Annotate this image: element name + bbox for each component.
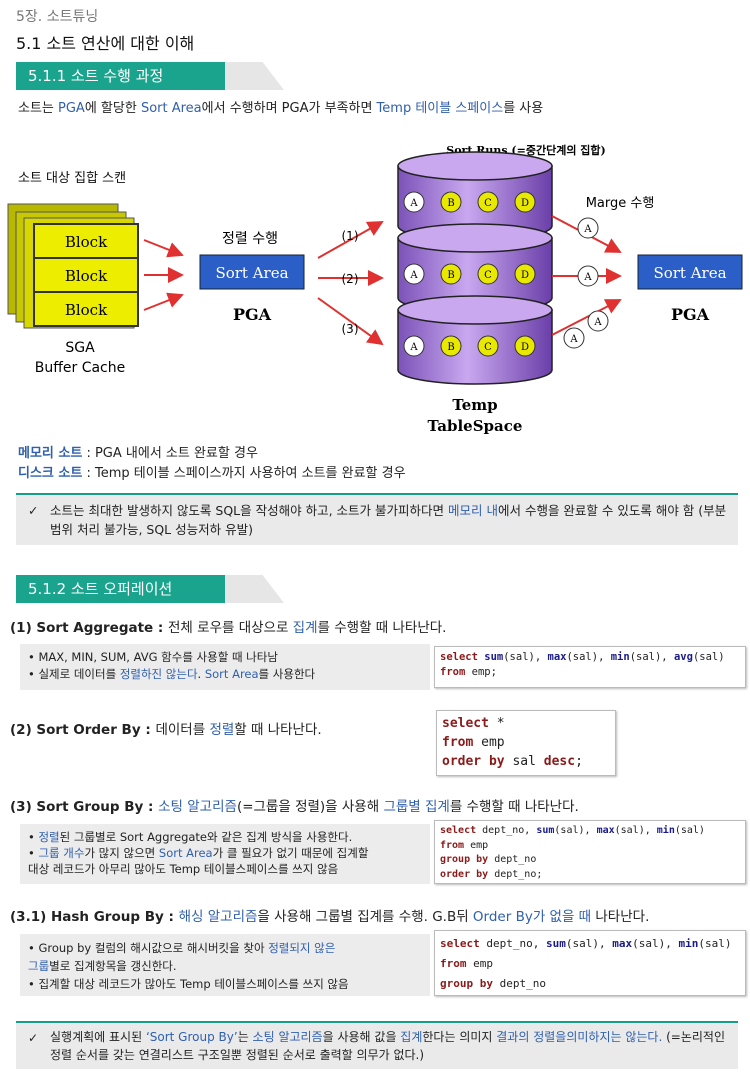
run-item-label: C <box>484 270 492 281</box>
chapter-title: 5장. 소트튜닝 <box>16 9 99 25</box>
run-item-label: A <box>409 342 418 353</box>
sga-label: SGA <box>65 340 95 356</box>
cylinder-top <box>397 295 553 325</box>
run-number: (2) <box>342 272 359 286</box>
run-item-label: D <box>521 270 529 281</box>
sort-perform-label: 정렬 수행 <box>222 231 278 247</box>
cylinder-top <box>397 151 553 181</box>
block-label: Block <box>65 267 108 285</box>
temp-tablespace-cylinders: A B C D A B C D A B C D <box>397 151 553 385</box>
list-item: 대상 레코드가 아무리 많아도 Temp 테이블스페이스를 쓰지 않음 <box>28 862 339 876</box>
run-item-label: C <box>484 342 492 353</box>
run-item-circle <box>514 335 536 357</box>
op1-code-block: select sum(sal), max(sal), min(sal), avg… <box>434 646 746 688</box>
page-subtitle: 5.1 소트 연산에 대한 이해 <box>16 34 195 53</box>
pga-label: PGA <box>233 305 272 324</box>
list-item: • 정렬된 그룹별로 Sort Aggregate와 같은 집계 방식을 사용한… <box>28 830 353 844</box>
arrow <box>317 297 384 346</box>
sort-area-right-label: Sort Area <box>653 264 726 282</box>
tablespace-label: TableSpace <box>428 417 523 435</box>
merge-item: A <box>583 224 592 235</box>
section-heading-sort-process: 5.1.1 소트 수행 과정 <box>16 62 284 90</box>
sort-process-diagram: 소트 대상 집합 스캔 Block Block Block SGA Buffer… <box>7 143 743 435</box>
block-1 <box>33 223 139 259</box>
run-item-circle <box>514 191 536 213</box>
pga-right-label: PGA <box>671 305 710 324</box>
sort-area-box-left <box>199 254 305 290</box>
run-item-label: D <box>521 342 529 353</box>
op1-heading: (1) Sort Aggregate : 전체 로우를 대상으로 집계를 수행할… <box>10 620 447 636</box>
check-icon: ✓ <box>28 1031 39 1045</box>
disk-sort-definition: 디스크 소트 : Temp 테이블 스페이스까지 사용하여 소트를 완료할 경우 <box>18 466 406 481</box>
temp-label: Temp <box>452 396 497 414</box>
merge-item: A <box>593 317 602 328</box>
check-icon: ✓ <box>28 503 39 518</box>
run-number: (3) <box>342 322 359 336</box>
run-item-circle <box>514 263 536 285</box>
run-item-circle <box>477 191 499 213</box>
buffer-block-stack: Block Block Block <box>7 203 139 329</box>
op31-heading: (3.1) Hash Group By : 해싱 알고리즘을 사용해 그룹별 집… <box>10 909 650 925</box>
list-item: 그룹별로 집계항목을 갱신한다. <box>28 959 177 973</box>
op1-bullets: • MAX, MIN, SUM, AVG 함수를 사용할 때 나타남 • 실제로… <box>20 644 430 690</box>
run-item-circle <box>477 335 499 357</box>
note-box-1: ✓ 소트는 최대한 발생하지 않도록 SQL을 작성해야 하고, 소트가 불가피… <box>16 493 738 545</box>
section-heading-sort-operation: 5.1.2 소트 오퍼레이션 <box>16 575 284 603</box>
memory-sort-definition: 메모리 소트 : PGA 내에서 소트 완료할 경우 <box>18 446 258 461</box>
list-item: • 그룹 개수가 많지 않으면 Sort Area가 클 필요가 없기 때문에 … <box>28 846 369 860</box>
cylinder-body <box>397 309 553 385</box>
op31-code-block: select dept_no, sum(sal), max(sal), min(… <box>434 930 746 996</box>
buffer-cache-label: Buffer Cache <box>35 360 125 376</box>
block-label: Block <box>65 233 108 251</box>
run-item-label: B <box>447 270 454 281</box>
list-item: • MAX, MIN, SUM, AVG 함수를 사용할 때 나타남 <box>28 650 278 664</box>
arrow <box>143 292 184 311</box>
run-item-circle <box>403 191 425 213</box>
op3-code-block: select dept_no, sum(sal), max(sal), min(… <box>434 820 746 884</box>
op2-heading: (2) Sort Order By : 데이터를 정렬할 때 나타난다. <box>10 722 322 738</box>
run-number: (1) <box>342 229 359 243</box>
run-item-circle <box>403 263 425 285</box>
sort-definitions: 메모리 소트 : PGA 내에서 소트 완료할 경우 디스크 소트 : Temp… <box>18 444 406 484</box>
arrow <box>317 221 384 259</box>
arrow <box>143 239 184 258</box>
run-item-circle <box>403 335 425 357</box>
run-item-circle <box>477 263 499 285</box>
op3-heading: (3) Sort Group By : 소팅 알고리즘(=그룹을 정렬)을 사용… <box>10 799 579 815</box>
run-item-label: B <box>447 342 454 353</box>
op2-code-block: select * from emp order by sal desc; <box>436 710 616 776</box>
sort-area-box-right <box>637 254 743 290</box>
sort-area-label: Sort Area <box>215 264 288 282</box>
run-item-circle <box>440 335 462 357</box>
block-label: Block <box>65 301 108 319</box>
section1-description: 소트는 PGA에 할당한 Sort Area에서 수행하며 PGA가 부족하면 … <box>18 101 544 116</box>
run-item-label: A <box>409 198 418 209</box>
run-item-label: A <box>409 270 418 281</box>
run-item-label: D <box>521 198 529 209</box>
run-item-circle <box>440 191 462 213</box>
run-item-label: B <box>447 198 454 209</box>
op3-bullets: • 정렬된 그룹별로 Sort Aggregate와 같은 집계 방식을 사용한… <box>20 824 430 884</box>
list-item: • Group by 컬럼의 해시값으로 해시버킷을 찾아 정렬되지 않은 <box>28 941 336 955</box>
merge-item: A <box>583 272 592 283</box>
list-item: • 실제로 데이터를 정렬하진 않는다. Sort Area를 사용한다 <box>28 667 316 681</box>
run-item-circle <box>440 263 462 285</box>
op31-bullets: • Group by 컬럼의 해시값으로 해시버킷을 찾아 정렬되지 않은 그룹… <box>20 934 430 996</box>
list-item: • 집계할 대상 레코드가 많아도 Temp 테이블스페이스를 쓰지 않음 <box>28 977 349 991</box>
merge-item: A <box>569 334 578 345</box>
merge-label: Marge 수행 <box>586 195 655 211</box>
note-box-2: ✓ 실행계획에 표시된 ‘Sort Group By’는 소팅 알고리즘을 사용… <box>16 1021 738 1069</box>
block-3 <box>33 291 139 327</box>
cylinder-top <box>397 223 553 253</box>
scan-label: 소트 대상 집합 스캔 <box>18 171 126 186</box>
run-item-label: C <box>484 198 492 209</box>
merge-item-circles: A A A A <box>563 217 609 349</box>
arrow <box>551 299 622 336</box>
